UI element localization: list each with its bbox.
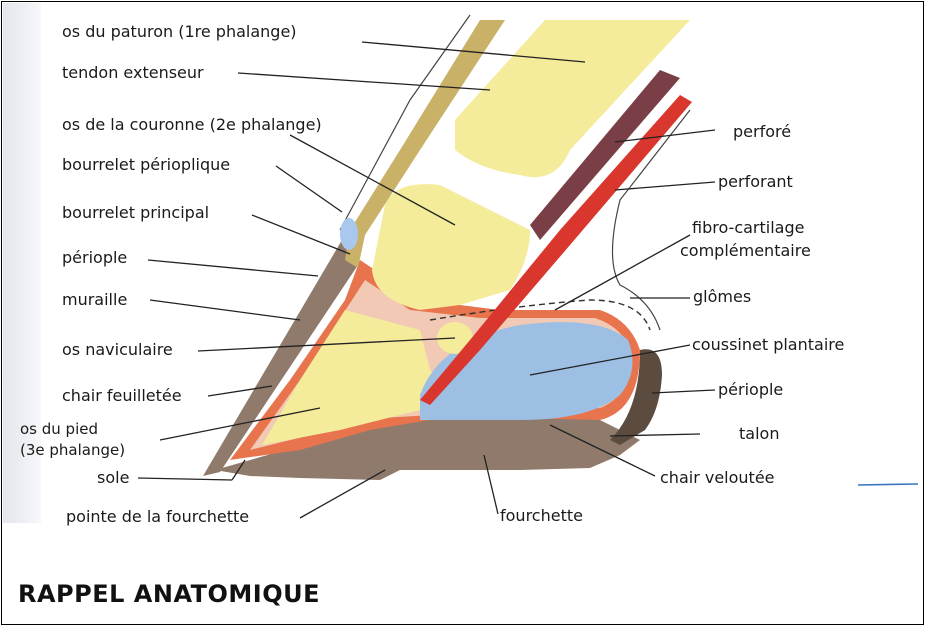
label-perforant: perforant: [718, 172, 793, 191]
label-sole: sole: [97, 468, 129, 487]
label-chair-feuilletee: chair feuilletée: [62, 386, 182, 405]
label-tendon-extenseur: tendon extenseur: [62, 63, 204, 82]
leader-fibro: [555, 235, 690, 310]
label-os-paturon: os du paturon (1re phalange): [62, 22, 297, 41]
label-os-couronne: os de la couronne (2e phalange): [62, 115, 322, 134]
leader-periople-right: [652, 390, 715, 393]
label-glomes: glômes: [693, 287, 751, 306]
leader-periople-left: [148, 260, 318, 276]
label-os-pied-2: (3e phalange): [20, 441, 125, 460]
label-bourrelet-principal: bourrelet principal: [62, 203, 209, 222]
label-chair-veloutee: chair veloutée: [660, 468, 775, 487]
label-coussinet: coussinet plantaire: [692, 335, 844, 354]
leader-bourrelet-principal: [252, 215, 350, 254]
label-bourrelet-perioplique: bourrelet périoplique: [62, 155, 230, 174]
leader-perforant: [615, 182, 715, 190]
label-fibro-1: fibro-cartilage: [692, 218, 804, 237]
leader-bourrelet-perio: [276, 166, 342, 212]
leader-sole-a: [138, 478, 232, 480]
label-os-naviculaire: os naviculaire: [62, 340, 173, 359]
label-pointe-fourchette: pointe de la fourchette: [66, 507, 249, 526]
label-periople-right: périople: [718, 380, 783, 399]
label-periople-left: périople: [62, 248, 127, 267]
bourrelet-shape: [340, 218, 358, 250]
label-talon: talon: [739, 424, 779, 443]
decor-line: [858, 484, 918, 485]
label-fourchette: fourchette: [500, 506, 583, 525]
os-couronne-shape: [372, 184, 530, 310]
leader-muraille: [150, 300, 300, 320]
label-os-pied-1: os du pied: [20, 420, 98, 439]
label-fibro-2: complémentaire: [680, 241, 811, 260]
label-perfore: perforé: [733, 122, 791, 141]
page-title: RAPPEL ANATOMIQUE: [18, 580, 320, 608]
label-muraille: muraille: [62, 290, 127, 309]
